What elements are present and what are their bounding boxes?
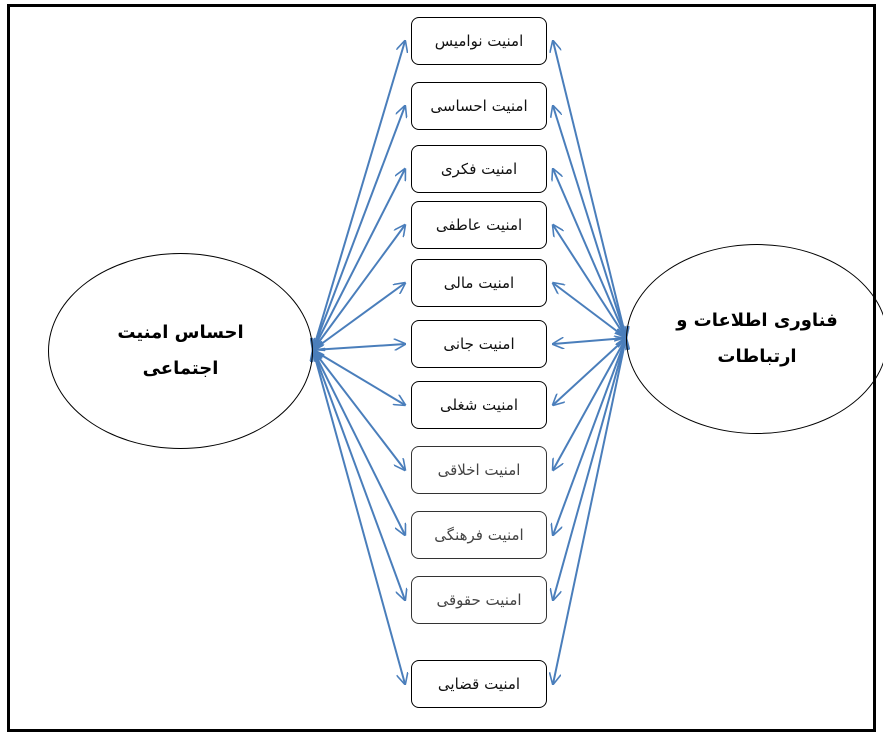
dimension-label: امنیت حقوقی	[436, 591, 522, 609]
dimension-label: امنیت فرهنگی	[434, 526, 524, 544]
right-connector-arrow	[553, 338, 626, 600]
dimension-box: امنیت جانی	[411, 320, 547, 368]
social-security-node: احساس امنیت اجتماعی	[48, 253, 313, 449]
dimension-box: امنیت فکری	[411, 145, 547, 193]
dimension-box: امنیت حقوقی	[411, 576, 547, 624]
left-connector-arrow	[313, 350, 405, 684]
right-connector-arrow	[553, 338, 626, 405]
dimension-box: امنیت اخلاقی	[411, 446, 547, 494]
dimension-label: امنیت عاطفی	[435, 216, 523, 234]
dimension-box: امنیت عاطفی	[411, 201, 547, 249]
dimension-box: امنیت مالی	[411, 259, 547, 307]
dimension-label: امنیت قضایی	[437, 675, 521, 693]
dimension-box: امنیت شغلی	[411, 381, 547, 429]
left-connector-arrow	[313, 283, 405, 350]
right-connector-arrow	[553, 338, 626, 470]
right-connector-arrow	[553, 338, 626, 344]
left-connector-arrow	[313, 350, 405, 470]
left-connector-arrow	[313, 344, 405, 350]
dimension-box: امنیت قضایی	[411, 660, 547, 708]
dimension-label: امنیت جانی	[443, 335, 515, 353]
dimension-label: امنیت اخلاقی	[437, 461, 521, 479]
ict-node: فناوری اطلاعات و ارتباطات	[626, 244, 883, 434]
ict-label-line1: فناوری اطلاعات و	[676, 310, 838, 331]
right-connector-arrow	[553, 283, 626, 338]
right-connector-arrow	[553, 41, 626, 338]
right-connector-arrow	[553, 169, 626, 338]
dimension-label: امنیت مالی	[443, 274, 515, 292]
dimension-label: امنیت احساسی	[430, 97, 528, 115]
dimension-label: امنیت فکری	[440, 160, 518, 178]
right-connector-arrow	[553, 106, 626, 338]
left-connector-arrow	[313, 106, 405, 350]
right-connector-arrow	[553, 338, 626, 535]
social-security-label-line2: اجتماعی	[142, 358, 219, 379]
dimension-box: امنیت فرهنگی	[411, 511, 547, 559]
left-connector-arrow	[313, 350, 405, 600]
right-connector-arrow	[553, 338, 626, 684]
dimension-label: امنیت نوامیس	[434, 32, 524, 50]
dimension-label: امنیت شغلی	[439, 396, 519, 414]
left-connector-arrow	[313, 225, 405, 350]
dimension-box: امنیت احساسی	[411, 82, 547, 130]
right-connector-arrow	[553, 225, 626, 338]
dimension-box: امنیت نوامیس	[411, 17, 547, 65]
social-security-label-line1: احساس امنیت	[117, 322, 244, 343]
ict-label-line2: ارتباطات	[717, 346, 797, 367]
